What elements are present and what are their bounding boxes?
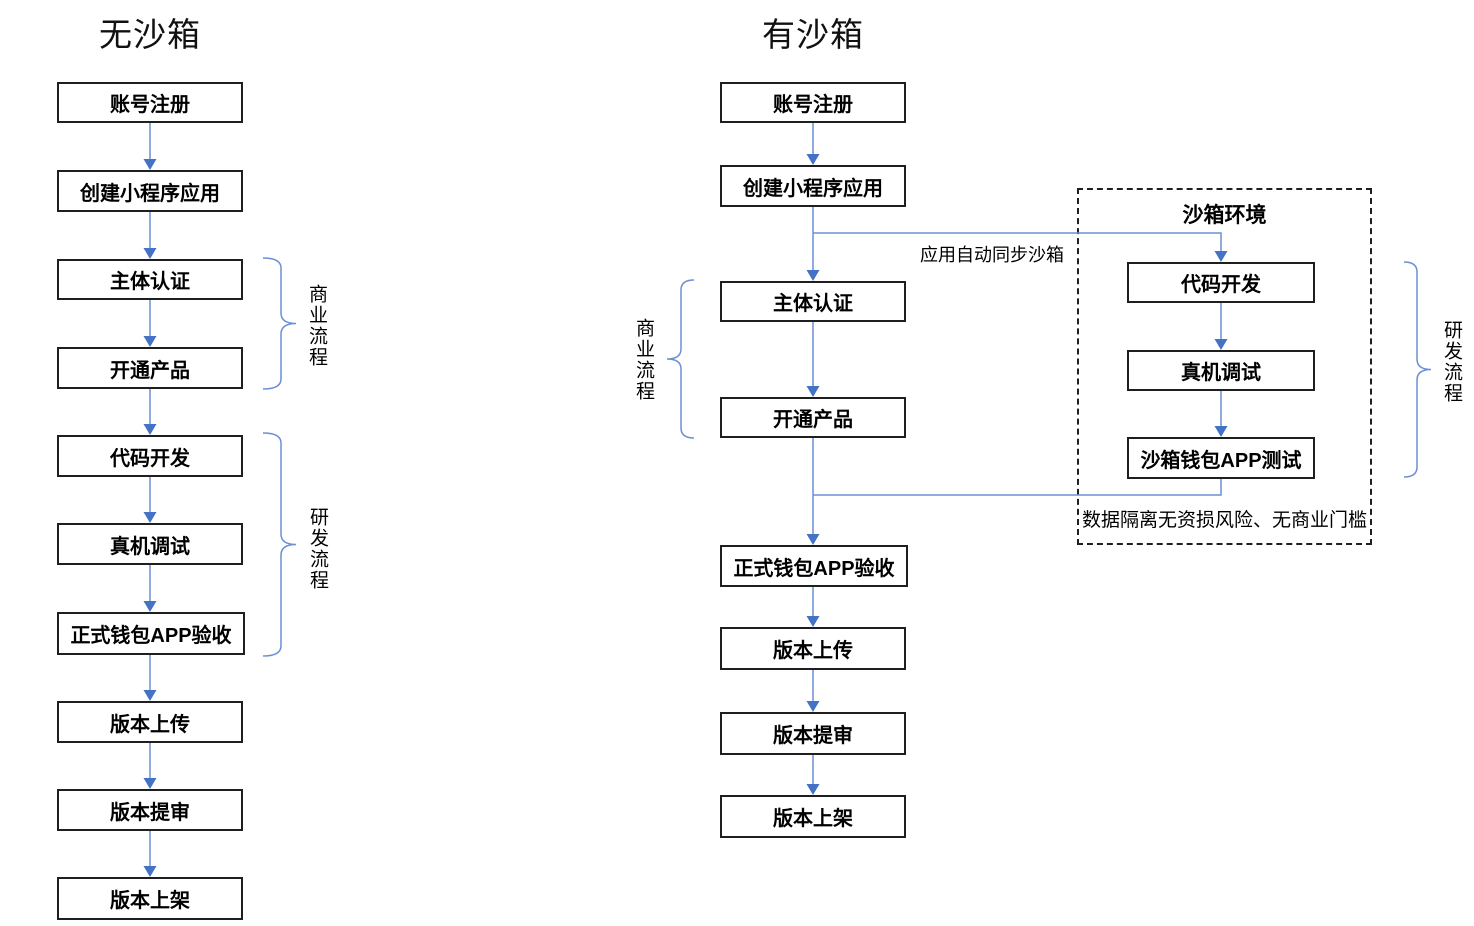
sandbox-environment-title: 沙箱环境 [1182, 204, 1267, 227]
arrow-down-icon [1214, 339, 1228, 350]
arrow-down-icon [143, 601, 157, 612]
arrow-down-icon [143, 248, 157, 259]
arrow-down-icon [806, 784, 820, 795]
sandbox-node-sandbox-wallet-testing: 沙箱钱包APP测试 [1127, 437, 1315, 479]
left-node-version-release: 版本上架 [57, 877, 243, 920]
arrow-down-icon [1214, 251, 1228, 262]
arrow-down-icon [806, 534, 820, 545]
sandbox-return-connector [813, 479, 1222, 496]
arrow-down-icon [143, 424, 157, 435]
left-brace-business-label: 商业流程 [306, 284, 327, 368]
sandbox-flow-connectors [1214, 303, 1228, 437]
right-brace-business [666, 279, 695, 439]
sandbox-node-device-debugging: 真机调试 [1127, 350, 1315, 391]
arrow-down-icon [143, 512, 157, 523]
right-node-product-activation: 开通产品 [720, 397, 906, 438]
right-node-create-miniprogram-app: 创建小程序应用 [720, 165, 906, 207]
right-node-entity-verification: 主体认证 [720, 281, 906, 322]
arrow-down-icon [806, 270, 820, 281]
left-node-production-wallet-acceptance: 正式钱包APP验收 [57, 612, 245, 655]
left-node-device-debugging: 真机调试 [57, 523, 243, 565]
left-node-product-activation: 开通产品 [57, 347, 243, 389]
arrow-down-icon [143, 690, 157, 701]
arrow-down-icon [143, 159, 157, 170]
right-node-account-registration: 账号注册 [720, 82, 906, 123]
left-brace-business [262, 257, 297, 390]
right-node-production-wallet-acceptance: 正式钱包APP验收 [720, 545, 908, 587]
left-node-account-registration: 账号注册 [57, 82, 243, 123]
sandbox-environment-frame [1077, 188, 1372, 545]
arrow-down-icon [806, 616, 820, 627]
left-brace-dev [262, 432, 297, 657]
left-node-create-miniprogram-app: 创建小程序应用 [57, 170, 243, 212]
arrow-down-icon [143, 336, 157, 347]
arrow-down-icon [806, 154, 820, 165]
right-diagram-title: 有沙箱 [762, 16, 864, 53]
arrow-down-icon [143, 778, 157, 789]
sandbox-brace-dev [1403, 261, 1432, 478]
left-brace-dev-label: 研发流程 [307, 507, 328, 591]
arrow-down-icon [806, 386, 820, 397]
right-brace-business-label: 商业流程 [633, 318, 654, 402]
right-flow-connectors [806, 123, 820, 795]
sandbox-node-code-development: 代码开发 [1127, 262, 1315, 303]
left-node-version-upload: 版本上传 [57, 701, 243, 743]
left-flow-connectors [143, 123, 157, 877]
arrow-down-icon [1214, 426, 1228, 437]
right-node-version-review: 版本提审 [720, 712, 906, 755]
left-node-version-review: 版本提审 [57, 789, 243, 831]
sandbox-note: 数据隔离无资损风险、无商业门槛 [1081, 510, 1367, 531]
sync-branch-label: 应用自动同步沙箱 [920, 245, 1064, 265]
left-node-entity-verification: 主体认证 [57, 259, 243, 300]
sync-branch-connector [813, 232, 1228, 262]
arrow-down-icon [143, 866, 157, 877]
sandbox-brace-dev-label: 研发流程 [1441, 320, 1462, 404]
arrow-down-icon [806, 701, 820, 712]
right-node-version-release: 版本上架 [720, 795, 906, 838]
right-node-version-upload: 版本上传 [720, 627, 906, 670]
left-diagram-title: 无沙箱 [99, 16, 201, 53]
left-node-code-development: 代码开发 [57, 435, 243, 477]
